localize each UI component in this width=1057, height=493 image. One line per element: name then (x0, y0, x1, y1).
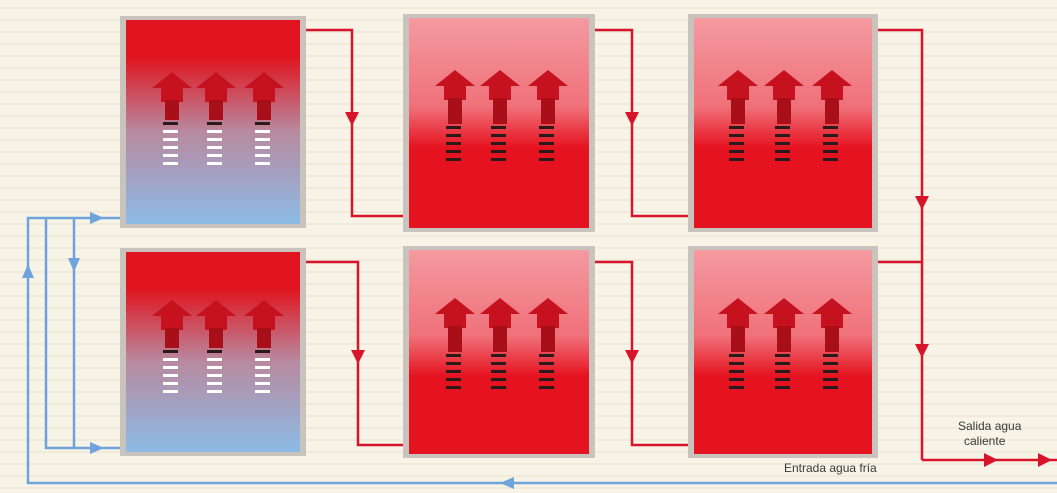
collector-panel-bottom-1 (120, 248, 306, 456)
cold-inlet-label: Entrada agua fría (784, 461, 877, 475)
collector-panel-top-2 (403, 14, 595, 232)
hot-flow-arrows (345, 112, 1052, 467)
cold-flow-arrows (22, 212, 514, 489)
collector-panel-bottom-3 (688, 246, 878, 458)
collector-panel-bottom-2 (403, 246, 595, 458)
hot-outlet-label-line2: caliente (964, 434, 1006, 448)
hot-outlet-label-line1: Salida agua (958, 419, 1022, 433)
collector-panel-top-3 (688, 14, 878, 232)
collector-panel-top-1 (120, 16, 306, 228)
